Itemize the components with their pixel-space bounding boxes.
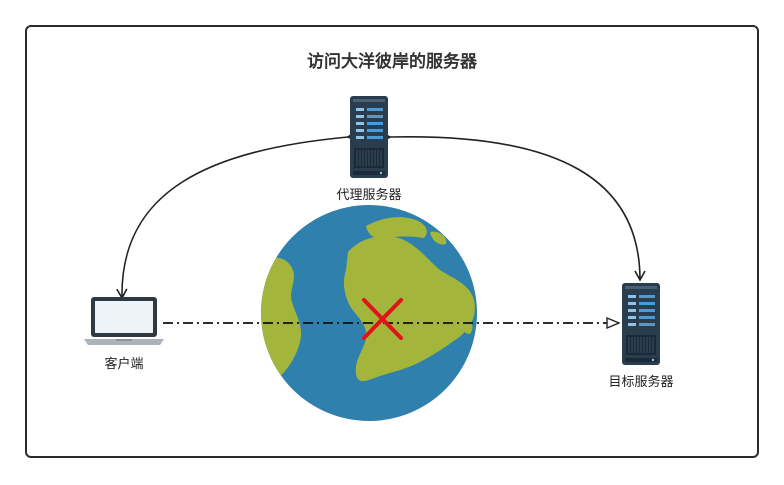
server-icon <box>622 283 660 365</box>
client-label: 客户端 <box>104 357 144 372</box>
link-proxy-target <box>380 131 646 282</box>
server-icon <box>350 96 388 178</box>
diagram-frame <box>25 25 759 458</box>
cross-icon <box>362 298 403 340</box>
link-proxy-client <box>116 130 358 300</box>
laptop-icon <box>84 297 164 345</box>
diagram-title: 访问大洋彼岸的服务器 <box>307 52 477 72</box>
proxy-server-label: 代理服务器 <box>336 188 402 203</box>
target-server-label: 目标服务器 <box>608 375 674 390</box>
globe-icon <box>261 205 477 421</box>
